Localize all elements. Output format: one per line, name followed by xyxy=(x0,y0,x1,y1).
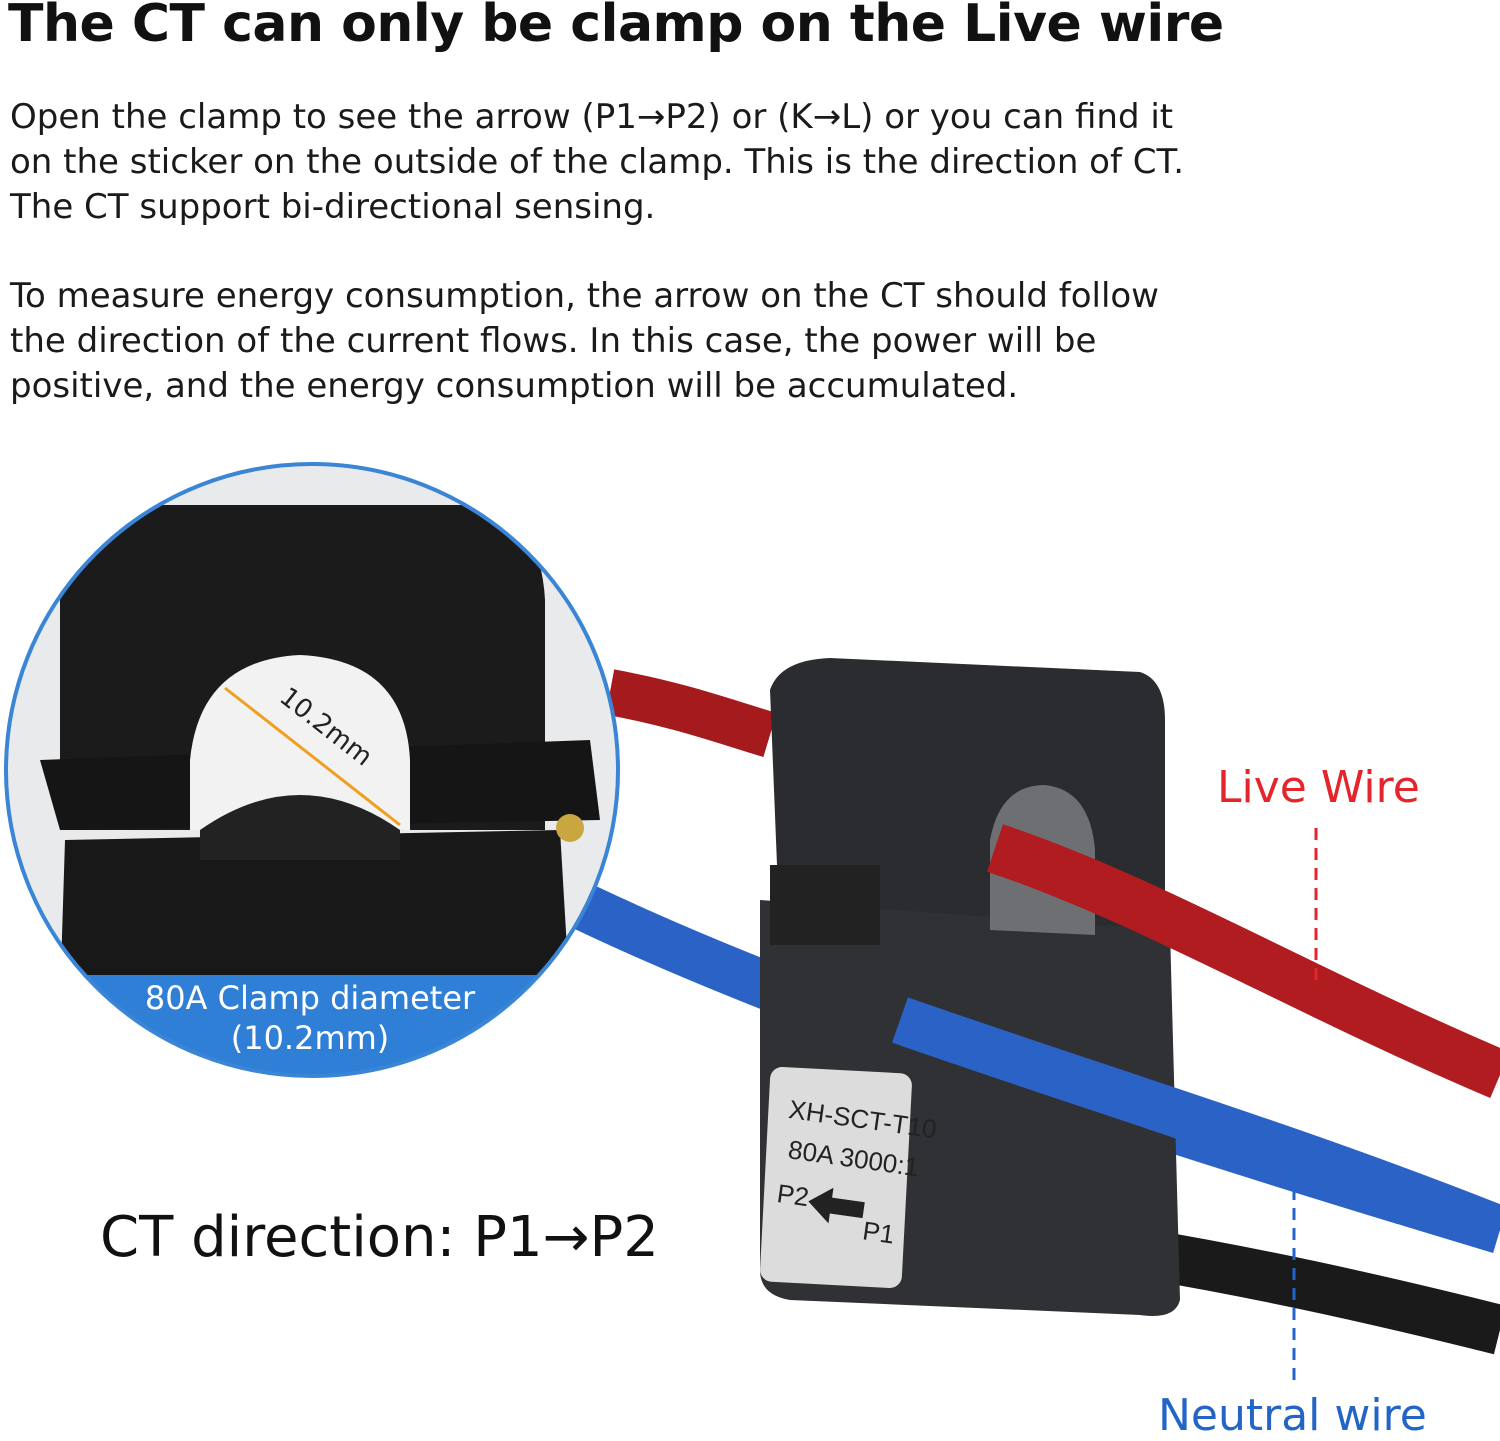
arrow-icon xyxy=(808,1187,865,1224)
red-wire-back xyxy=(605,669,777,758)
clamp-closeup-inset: 10.2mm xyxy=(6,464,618,1076)
caption-line: 80A Clamp diameter xyxy=(144,979,476,1017)
page-title: The CT can only be clamp on the Live wir… xyxy=(8,0,1224,54)
red-wire-front xyxy=(987,824,1500,1099)
sticker-p2: P2 xyxy=(775,1178,811,1212)
neutral-wire-label: Neutral wire xyxy=(1158,1390,1427,1441)
current-transformer-body xyxy=(760,658,1180,1316)
blue-wire-front xyxy=(892,997,1500,1253)
clamp-diameter-caption: 80A Clamp diameter (10.2mm) xyxy=(90,978,530,1058)
sticker-p1: P1 xyxy=(861,1215,897,1249)
live-wire-label: Live Wire xyxy=(1217,762,1420,813)
text-line: on the sticker on the outside of the cla… xyxy=(10,142,1185,182)
text-line: the direction of the current flows. In t… xyxy=(10,321,1097,361)
ct-direction-label: CT direction: P1→P2 xyxy=(100,1205,659,1270)
dimension-arrow xyxy=(224,686,401,827)
energy-consumption-paragraph: To measure energy consumption, the arrow… xyxy=(10,274,1270,409)
caption-line: (10.2mm) xyxy=(230,1019,390,1057)
text-line: To measure energy consumption, the arrow… xyxy=(10,276,1159,316)
text-line: Open the clamp to see the arrow (P1→P2) … xyxy=(10,97,1174,137)
text-line: positive, and the energy consumption wil… xyxy=(10,366,1019,406)
text-line: The CT support bi-directional sensing. xyxy=(10,187,656,227)
clamp-direction-paragraph: Open the clamp to see the arrow (P1→P2) … xyxy=(10,95,1270,230)
